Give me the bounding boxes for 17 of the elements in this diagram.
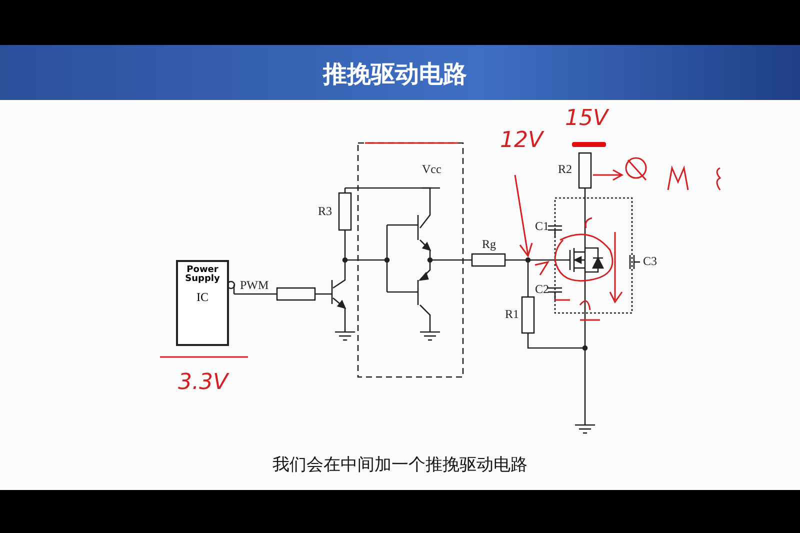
component-label: R3 (318, 205, 332, 217)
signal-label: PWM (240, 279, 269, 291)
subtitle: 我们会在中间加一个推挽驱动电路 (272, 454, 528, 476)
block-heading: Power Supply (184, 266, 221, 285)
block-label: IC (196, 290, 210, 304)
voltage-annotation: 3.3V (178, 372, 228, 394)
component-label: C3 (643, 255, 658, 267)
voltage-annotation: 12V (500, 130, 544, 152)
slide-title: 推挽驱动电路 (322, 59, 468, 90)
component-label: R2 (558, 163, 572, 175)
component-label: R1 (505, 308, 520, 320)
voltage-annotation: 15V (565, 108, 608, 130)
ic-block (176, 260, 229, 346)
supply-label: Vcc (422, 163, 442, 175)
component-label: C2 (535, 283, 550, 295)
component-label: C1 (535, 220, 550, 232)
component-label: Rg (482, 238, 496, 250)
